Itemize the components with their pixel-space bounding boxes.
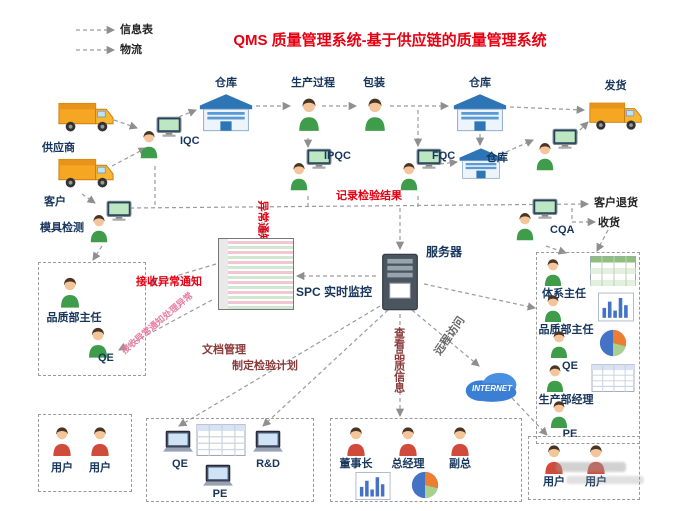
warehouse3-label: 仓库 bbox=[486, 152, 508, 164]
spc-monitor-label: SPC 实时监控 bbox=[296, 285, 373, 299]
make-plan-label: 制定检验计划 bbox=[232, 360, 298, 372]
user-icon bbox=[50, 426, 74, 456]
laptop-icon bbox=[202, 464, 234, 488]
pe-label: PE bbox=[562, 428, 578, 440]
manager-icon bbox=[58, 276, 82, 308]
supplier-truck-icon bbox=[57, 96, 115, 136]
inspector-icon bbox=[514, 211, 536, 241]
iqc-label: IQC bbox=[180, 135, 200, 147]
vgm-label: 副总 bbox=[449, 458, 471, 470]
pie-chart-icon bbox=[598, 328, 628, 358]
user-label: 用户 bbox=[89, 462, 111, 474]
receive-abnormal-label: 接收异常通知 bbox=[136, 276, 202, 288]
watermark bbox=[556, 460, 648, 490]
manager-icon bbox=[544, 364, 566, 392]
inspector-icon bbox=[398, 161, 420, 191]
executive-icon bbox=[396, 426, 420, 456]
executive-icon bbox=[448, 426, 472, 456]
remote-access-label: 远程访问 bbox=[432, 314, 468, 358]
inspector-icon bbox=[88, 213, 110, 243]
executives-box bbox=[330, 418, 522, 502]
mold-test-station bbox=[88, 200, 132, 246]
packaging-label: 包装 bbox=[363, 77, 385, 89]
legend-info-label: 信息表 bbox=[120, 24, 153, 36]
bar-chart-icon bbox=[350, 472, 396, 500]
manager-icon bbox=[542, 294, 564, 322]
page-title: QMS 质量管理系统-基于供应链的质量管理系统 bbox=[233, 32, 547, 49]
doc-mgmt-label: 文档管理 bbox=[202, 344, 246, 356]
inspector-icon bbox=[138, 129, 160, 159]
cqa-station bbox=[514, 198, 558, 244]
worker-icon bbox=[296, 94, 322, 134]
chairman-label: 董事长 bbox=[339, 458, 373, 470]
customer-return-label: 客户退货 bbox=[594, 197, 638, 209]
production-label: 生产过程 bbox=[291, 77, 335, 89]
legend-logistics-label: 物流 bbox=[120, 44, 142, 56]
rd-label: R&D bbox=[256, 458, 280, 470]
bar-chart-icon bbox=[598, 292, 634, 322]
spreadsheet-icon bbox=[590, 256, 636, 286]
spc-spreadsheet-image bbox=[218, 238, 294, 310]
warehouse2-label: 仓库 bbox=[469, 77, 491, 89]
engineer-icon bbox=[548, 400, 570, 428]
inspector-icon bbox=[288, 161, 310, 191]
internet-label: INTERNET bbox=[472, 384, 512, 393]
users-box-right bbox=[528, 436, 640, 500]
quality-director-label: 品质部主任 bbox=[46, 312, 102, 324]
inspector-icon bbox=[534, 141, 556, 171]
pe-label: PE bbox=[212, 488, 228, 500]
warehouse1-label: 仓库 bbox=[215, 77, 237, 89]
oqa-station bbox=[534, 128, 578, 174]
ipqc-label: IPQC bbox=[324, 150, 351, 162]
engineer-icon bbox=[548, 330, 570, 358]
user-label: 用户 bbox=[585, 476, 607, 488]
users-box-left bbox=[38, 414, 132, 492]
shipping-truck-icon bbox=[588, 96, 643, 134]
quality-director-label: 品质部主任 bbox=[538, 324, 594, 336]
receive-goods-label: 收货 bbox=[598, 217, 620, 229]
engineering-box bbox=[146, 418, 314, 502]
packer-icon bbox=[362, 94, 388, 134]
table-icon bbox=[590, 364, 636, 392]
warehouse-icon bbox=[452, 92, 508, 132]
pie-chart-icon bbox=[410, 470, 440, 500]
gm-label: 总经理 bbox=[391, 458, 425, 470]
laptop-icon bbox=[252, 430, 284, 454]
cqa-label: CQA bbox=[550, 224, 575, 236]
executive-icon bbox=[344, 426, 368, 456]
fqc-label: FQC bbox=[432, 150, 456, 162]
customer-truck-icon bbox=[57, 152, 115, 192]
view-quality-label: 查看品质信息 bbox=[392, 327, 405, 393]
warehouse-icon bbox=[198, 92, 254, 132]
mold-test-label: 模具检测 bbox=[40, 222, 84, 234]
qe-label: QE bbox=[562, 360, 578, 372]
table-icon bbox=[196, 424, 246, 456]
manager-icon bbox=[542, 258, 564, 286]
iqc-station bbox=[138, 116, 182, 162]
quality-dept-box bbox=[38, 262, 146, 376]
server-icon bbox=[378, 252, 422, 312]
server-label: 服务器 bbox=[426, 245, 463, 259]
qe-label: QE bbox=[98, 352, 114, 364]
qe-label: QE bbox=[172, 458, 188, 470]
production-manager-label: 生产部经理 bbox=[538, 394, 594, 406]
laptop-icon bbox=[162, 430, 194, 454]
user-icon bbox=[88, 426, 112, 456]
customer-label: 客户 bbox=[44, 196, 66, 208]
shipping-label: 发货 bbox=[604, 80, 627, 92]
management-box bbox=[536, 252, 640, 444]
record-results-label: 记录检验结果 bbox=[336, 190, 402, 202]
supplier-label: 供应商 bbox=[42, 142, 75, 154]
user-label: 用户 bbox=[543, 476, 565, 488]
user-label: 用户 bbox=[51, 462, 73, 474]
